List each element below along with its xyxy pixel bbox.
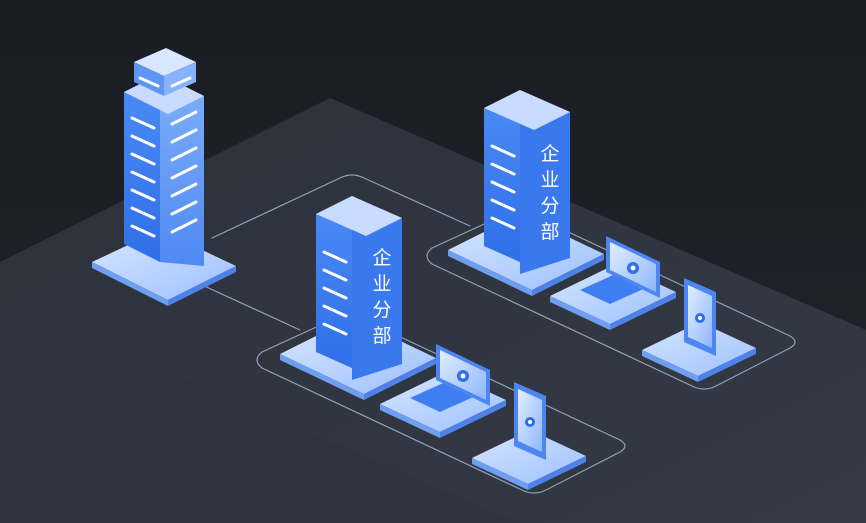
branch-1-label-char-2: 业: [372, 273, 391, 295]
phone-icon: [472, 382, 586, 490]
branch-1: 企 业 分 部: [280, 196, 586, 490]
headquarters-building-icon: [92, 48, 236, 306]
link-hq-to-branch-1: [199, 283, 301, 331]
branch-2-label-char-1: 企: [540, 143, 559, 165]
branch-building-icon: 企 业 分 部: [484, 90, 570, 274]
branch-1-label-char-1: 企: [372, 247, 391, 269]
branch-2-label-char-3: 分: [540, 195, 559, 217]
branch-2-label-char-2: 业: [540, 169, 559, 191]
branch-2: 企 业 分 部: [448, 90, 756, 382]
laptop-icon: [550, 236, 676, 330]
branch-1-label-char-4: 部: [372, 325, 391, 347]
platform-edge: [0, 300, 520, 523]
branch-building-icon: 企 业 分 部: [316, 196, 402, 380]
laptop-icon: [380, 344, 506, 438]
link-hq-to-branch-2: [211, 174, 471, 239]
branch-2-label-char-4: 部: [540, 221, 559, 243]
phone-icon: [642, 278, 756, 382]
branch-1-label-char-3: 分: [372, 299, 391, 321]
